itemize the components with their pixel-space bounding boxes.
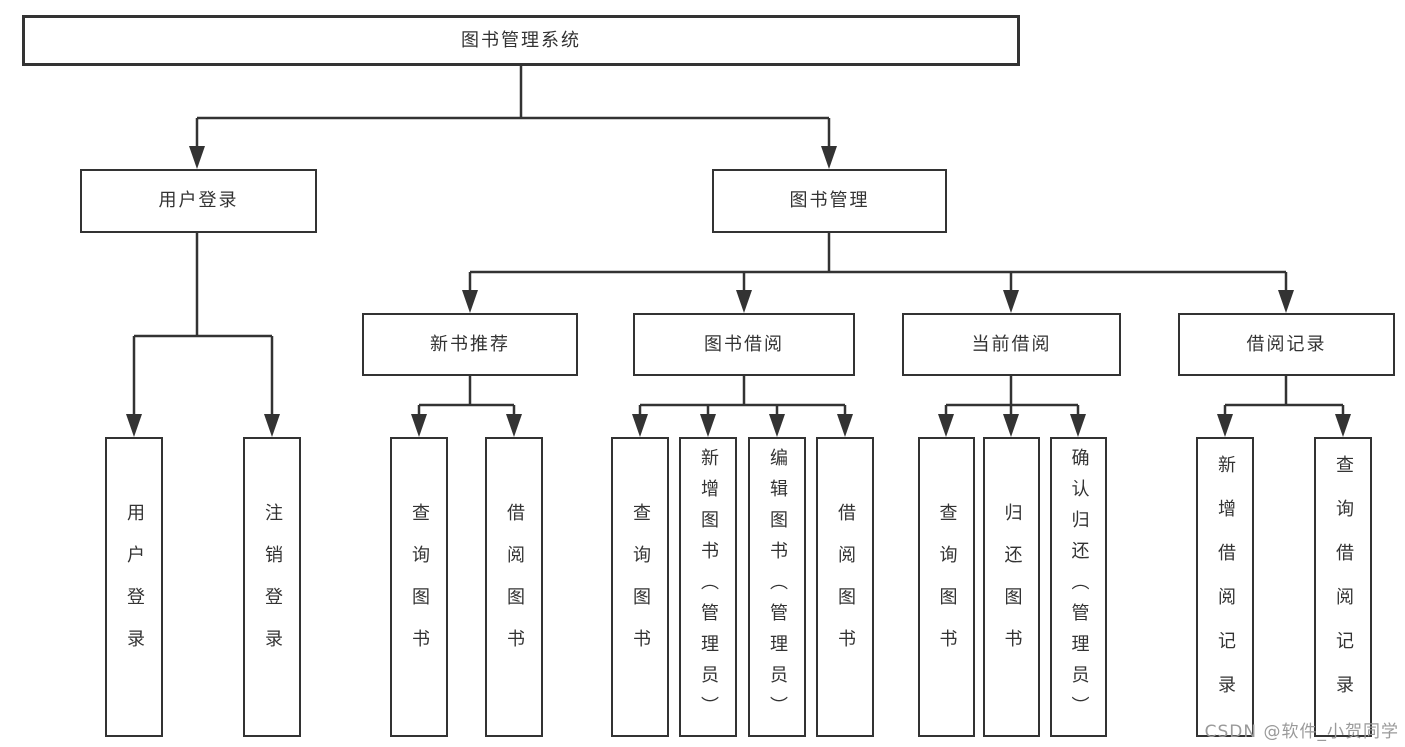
arrowhead-icon [1070,414,1086,437]
arrowhead-icon [632,414,648,437]
node-leaf-br-add-record: 新增借阅记录 [1196,437,1254,737]
arrowhead-icon [411,414,427,437]
node-borrow-record: 借阅记录 [1178,313,1395,376]
node-label: 借阅图书 [835,503,856,671]
node-book-borrow: 图书借阅 [633,313,855,376]
node-label: 查询图书 [409,503,430,671]
node-label: 新增图书（管理员） [698,447,719,727]
node-leaf-cb-confirm-return: 确认归还（管理员） [1050,437,1107,737]
node-book-management: 图书管理 [712,169,947,233]
node-label: 查询图书 [936,503,958,671]
node-leaf-bb-edit-book: 编辑图书（管理员） [748,437,806,737]
node-label: 新增借阅记录 [1215,455,1236,719]
arrowhead-icon [264,414,280,437]
node-leaf-user-login: 用户登录 [105,437,163,737]
node-user-login: 用户登录 [80,169,317,233]
node-label: 用户登录 [158,190,239,211]
node-label: 确认归还（管理员） [1068,447,1090,727]
arrowhead-icon [700,414,716,437]
arrowhead-icon [462,290,478,313]
arrowhead-icon [1335,414,1351,437]
node-leaf-bb-query-book: 查询图书 [611,437,669,737]
node-label: 借阅图书 [504,503,525,671]
node-label: 查询借阅记录 [1333,455,1354,719]
node-label: 编辑图书（管理员） [767,447,788,727]
node-leaf-cb-query-book: 查询图书 [918,437,975,737]
arrowhead-icon [837,414,853,437]
node-leaf-logout: 注销登录 [243,437,301,737]
node-leaf-bb-add-book: 新增图书（管理员） [679,437,737,737]
node-label: 图书管理系统 [461,29,581,51]
node-leaf-nb-query-book: 查询图书 [390,437,448,737]
node-current-borrow: 当前借阅 [902,313,1121,376]
node-label: 图书借阅 [704,333,784,355]
node-label: 注销登录 [262,503,283,671]
node-new-book-recommend: 新书推荐 [362,313,578,376]
arrowhead-icon [506,414,522,437]
arrowhead-icon [769,414,785,437]
node-leaf-nb-borrow-book: 借阅图书 [485,437,543,737]
arrowhead-icon [736,290,752,313]
arrowhead-icon [126,414,142,437]
node-label: 用户登录 [124,503,145,671]
node-leaf-bb-borrow-book: 借阅图书 [816,437,874,737]
node-root: 图书管理系统 [22,15,1020,66]
arrowhead-icon [821,146,837,169]
node-label: 查询图书 [630,503,651,671]
arrowhead-icon [938,414,954,437]
arrowhead-icon [1217,414,1233,437]
node-leaf-cb-return-book: 归还图书 [983,437,1040,737]
node-label: 借阅记录 [1246,333,1327,355]
arrowhead-icon [1003,414,1019,437]
arrowhead-icon [189,146,205,169]
node-label: 当前借阅 [971,333,1052,355]
watermark: CSDN @软件_小贺同学 [1204,722,1399,742]
arrowhead-icon [1278,290,1294,313]
node-label: 新书推荐 [430,333,510,355]
node-leaf-br-query-record: 查询借阅记录 [1314,437,1372,737]
node-label: 归还图书 [1001,503,1023,671]
arrowhead-icon [1003,290,1019,313]
node-label: 图书管理 [789,190,870,211]
